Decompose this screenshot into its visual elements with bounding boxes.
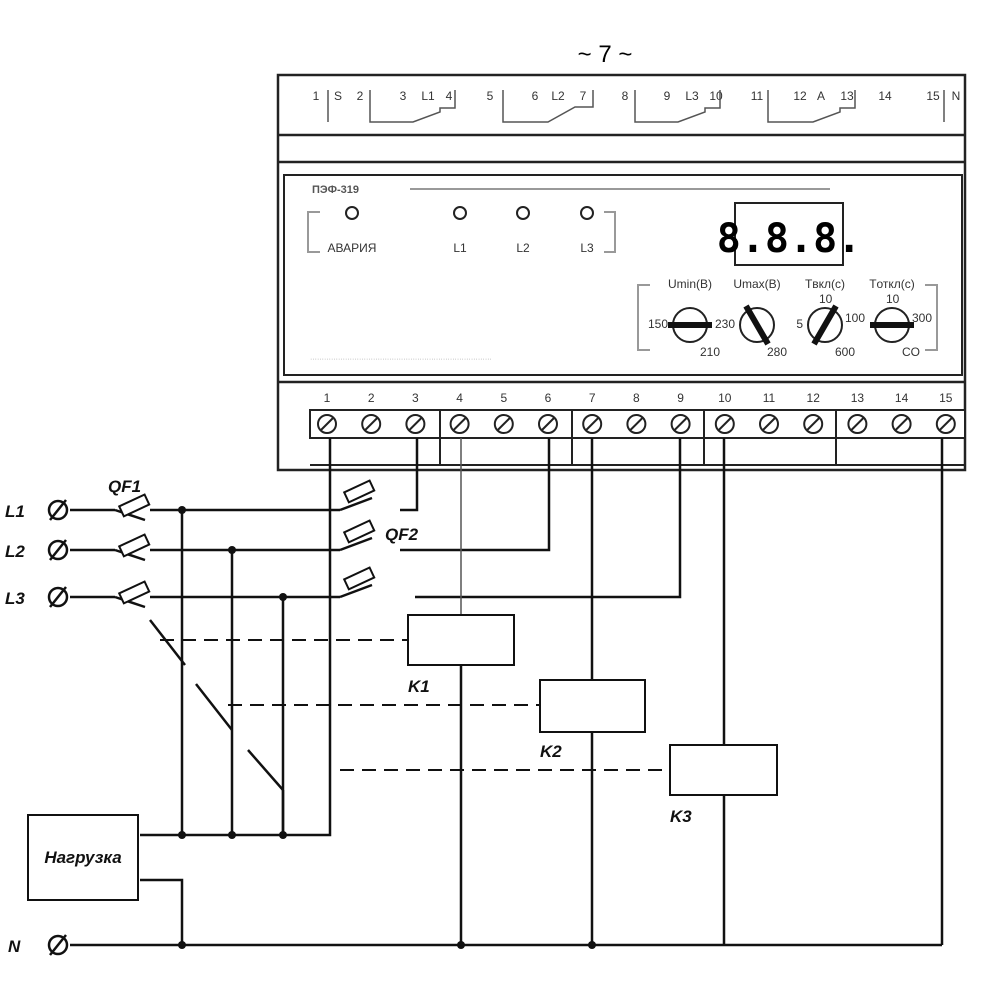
l1-label: L1: [5, 502, 25, 521]
top-terminal-label: L3: [685, 89, 699, 103]
bottom-terminal-label: 10: [718, 391, 732, 405]
bottom-terminal-label: 11: [763, 391, 776, 405]
bottom-terminal-label: 15: [939, 391, 953, 405]
bottom-terminal-label: 5: [500, 391, 507, 405]
bottom-terminal-label: 9: [677, 391, 684, 405]
top-terminal-label: 6: [532, 89, 539, 103]
bottom-terminal-label: 14: [895, 391, 909, 405]
qf2-label: QF2: [385, 525, 419, 544]
contactor-k2-coil: [539, 679, 646, 733]
knob-scale: 10: [819, 292, 833, 306]
led-label: L2: [516, 241, 530, 255]
top-terminal-label: 13: [840, 89, 854, 103]
top-terminal-label: A: [817, 89, 825, 103]
device-description: ········································…: [310, 356, 492, 363]
knob-scale: 280: [767, 345, 787, 359]
led-indicator: [345, 206, 359, 220]
k1-label: K1: [408, 677, 430, 696]
knob-pointer: [743, 304, 771, 346]
k3-label: K3: [670, 807, 692, 826]
contactor-k1-coil: [407, 614, 515, 666]
internal-contacts: [327, 90, 945, 123]
top-terminal-label: S: [334, 89, 342, 103]
top-terminal-label: N: [952, 89, 961, 103]
contactor-k3-coil: [669, 744, 778, 796]
knob-label: Tвкл(с): [805, 277, 845, 291]
led-indicator: [516, 206, 530, 220]
bottom-terminal-label: 13: [851, 391, 865, 405]
knob-label: Umax(В): [733, 277, 780, 291]
top-terminal-label: 3: [400, 89, 407, 103]
top-terminal-label: L1: [421, 89, 435, 103]
top-terminal-label: 15: [926, 89, 940, 103]
led-label: L3: [580, 241, 594, 255]
bottom-terminal-label: 6: [545, 391, 552, 405]
l2-label: L2: [5, 542, 25, 561]
display-value: 8.8.8.: [717, 216, 862, 262]
knob-pointer: [811, 304, 839, 346]
top-terminal-label: 14: [878, 89, 892, 103]
digital-display: [734, 202, 844, 266]
bottom-terminal-label: 2: [368, 391, 375, 405]
knob-scale: CO: [902, 345, 920, 359]
led-label: L1: [453, 241, 467, 255]
top-terminal-label: 10: [709, 89, 723, 103]
load-box: [27, 814, 139, 901]
bottom-terminal-label: 8: [633, 391, 640, 405]
led-indicator: [453, 206, 467, 220]
n-label: N: [8, 937, 21, 956]
knob-scale: 600: [835, 345, 855, 359]
l3-label: L3: [5, 589, 25, 608]
top-terminal-label: 5: [487, 89, 494, 103]
qf1-label: QF1: [108, 477, 141, 496]
model-label: ПЭФ-319: [312, 184, 359, 196]
k2-label: K2: [540, 742, 562, 761]
knob-scale: 5: [796, 317, 803, 331]
top-terminal-label: 1: [313, 89, 320, 103]
top-terminal-label: 8: [622, 89, 629, 103]
knob-scale: 300: [912, 311, 932, 325]
knob-pointer: [870, 322, 914, 328]
load-label: Нагрузка: [44, 848, 121, 867]
top-terminal-label: 9: [664, 89, 671, 103]
wires: [70, 438, 944, 947]
bottom-terminal-label: 12: [807, 391, 821, 405]
diagram-title: ~ 7 ~: [578, 41, 633, 68]
knob-scale: 10: [886, 292, 900, 306]
bottom-terminal-label: 3: [412, 391, 419, 405]
knob-label: Umin(В): [668, 277, 712, 291]
knob-pointer: [668, 322, 712, 328]
knob-scale: 100: [845, 311, 865, 325]
bottom-terminal-label: 7: [589, 391, 596, 405]
knob-label: Tоткл(с): [869, 277, 915, 291]
relay-device: [276, 73, 967, 472]
knob-scale: 230: [715, 317, 735, 331]
knob-scale: 150: [648, 317, 668, 331]
bottom-terminal-label: 1: [324, 391, 331, 405]
top-terminal-label: 2: [357, 89, 364, 103]
led-indicator: [580, 206, 594, 220]
led-label: АВАРИЯ: [328, 241, 377, 255]
top-terminal-label: L2: [551, 89, 565, 103]
knob-scale: 210: [700, 345, 720, 359]
top-terminal-label: 12: [793, 89, 807, 103]
top-terminal-label: 11: [751, 89, 764, 103]
bottom-terminal-label: 4: [456, 391, 463, 405]
top-terminal-label: 4: [446, 89, 453, 103]
top-terminal-label: 7: [580, 89, 587, 103]
